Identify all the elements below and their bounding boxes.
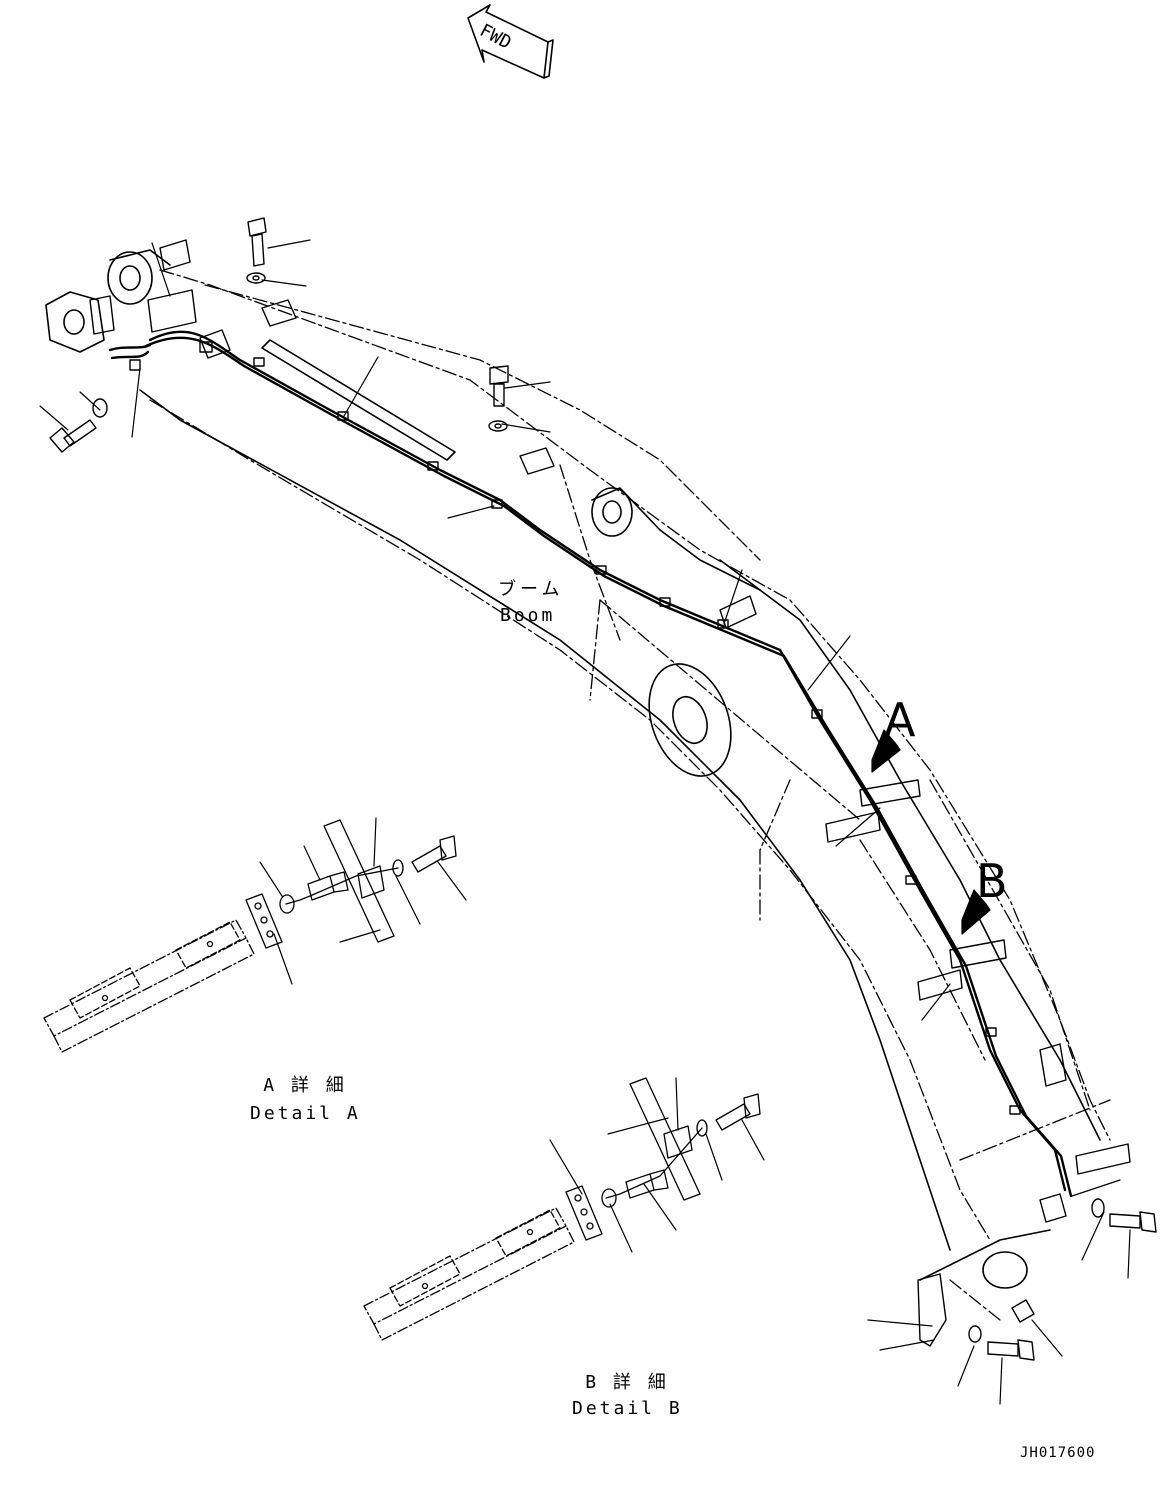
boom-body	[45, 249, 1101, 1289]
detail-b-drawing	[363, 1077, 761, 1341]
detail-a-drawing	[43, 819, 457, 1053]
callout-a: A	[884, 693, 916, 747]
boom-label-en: Boom	[500, 605, 556, 626]
wire-harness	[108, 330, 1073, 1198]
detail-b-caption-jp: B 詳 細	[585, 1372, 669, 1393]
harness-clamps	[129, 341, 1021, 1115]
harness-sleeve	[261, 339, 456, 461]
bolt-washer-set-top	[49, 217, 509, 453]
boom-outline	[149, 269, 1111, 1321]
boom-label-jp: ブーム	[498, 579, 564, 600]
fwd-arrow-icon	[467, 4, 554, 79]
drawing-number: JH017600	[1020, 1445, 1096, 1461]
detail-a-caption-jp: A 詳 細	[263, 1075, 347, 1096]
callout-b: B	[976, 854, 1008, 908]
mounting-brackets	[89, 239, 1131, 1175]
bolt-washer-set-bottom	[917, 1193, 1157, 1361]
detail-b-caption-en: Detail B	[572, 1398, 683, 1419]
detail-a-caption-en: Detail A	[250, 1103, 361, 1124]
leader-lines	[39, 239, 1131, 1405]
